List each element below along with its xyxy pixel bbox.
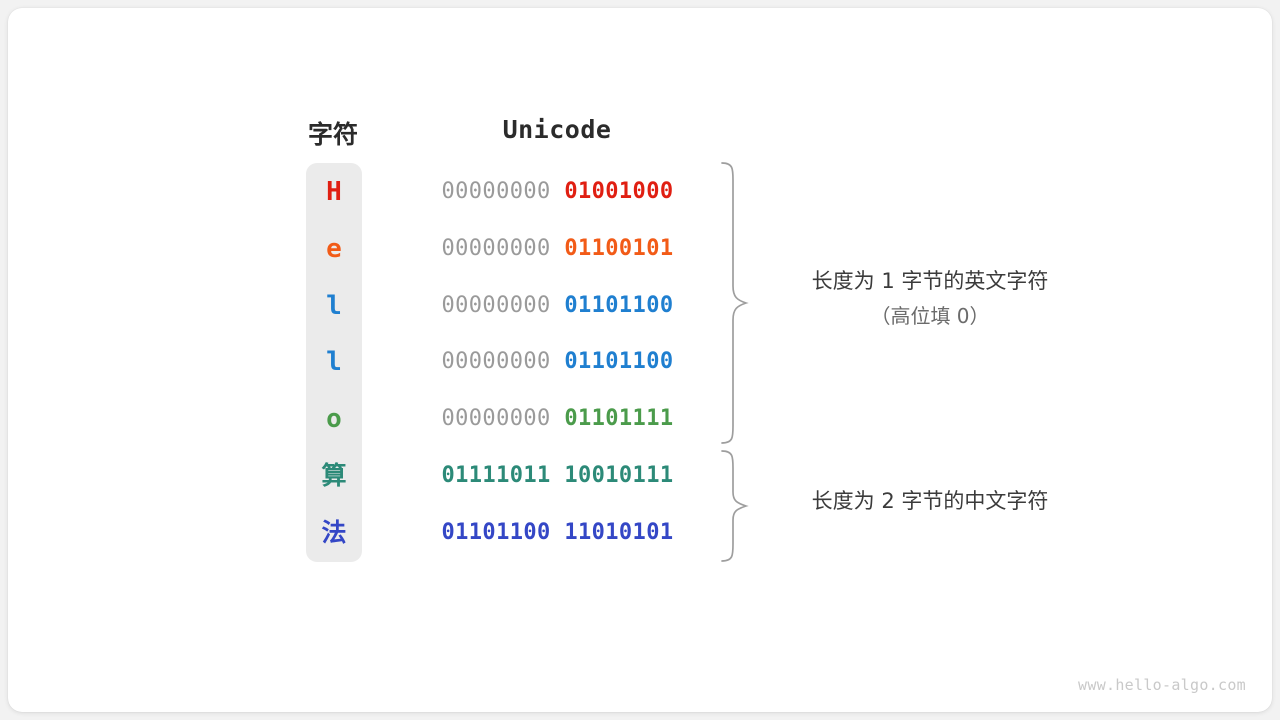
brace-2-byte [721, 450, 749, 562]
binary-cell: 00000000 01101100 [400, 342, 715, 382]
column-header-character: 字符 [307, 121, 358, 149]
annotation-1-byte-line2: （高位填 0） [870, 304, 990, 328]
binary-high-byte: 01111011 [441, 463, 551, 488]
binary-cell: 00000000 01001000 [400, 172, 715, 212]
character-column-background [306, 163, 362, 562]
binary-high-byte: 00000000 [441, 179, 551, 204]
binary-low-byte: 10010111 [564, 463, 674, 488]
annotation-1-byte-line1: 长度为 1 字节的英文字符 [811, 269, 1049, 293]
brace-1-byte [721, 162, 749, 444]
binary-high-byte: 00000000 [441, 406, 551, 432]
binary-low-byte: 01101100 [564, 349, 674, 375]
watermark: www.hello-algo.com [1078, 676, 1246, 694]
character-cell: 法 [321, 517, 347, 547]
binary-cell: 00000000 01101100 [400, 286, 715, 326]
binary-low-byte: 01101100 [564, 292, 674, 318]
binary-high-byte: 00000000 [441, 349, 551, 375]
binary-low-byte: 11010101 [564, 519, 674, 545]
binary-high-byte: 00000000 [441, 292, 551, 318]
binary-low-byte: 01100101 [564, 235, 674, 261]
character-cell: o [326, 404, 342, 435]
binary-cell: 01101100 11010101 [400, 513, 715, 553]
character-cell: e [326, 233, 342, 264]
character-cell: H [326, 177, 342, 207]
binary-cell: 00000000 01101111 [400, 399, 715, 439]
annotation-2-byte-line1: 长度为 2 字节的中文字符 [811, 489, 1049, 513]
annotation-1-byte: 长度为 1 字节的英文字符 （高位填 0） [760, 263, 1100, 333]
character-cell: 算 [321, 461, 347, 490]
binary-high-byte: 01101100 [441, 519, 551, 545]
annotation-2-byte: 长度为 2 字节的中文字符 [760, 483, 1100, 519]
binary-cell: 01111011 10010111 [400, 456, 715, 496]
binary-low-byte: 01001000 [564, 179, 674, 204]
binary-low-byte: 01101111 [564, 406, 674, 432]
binary-cell: 00000000 01100101 [400, 229, 715, 269]
column-header-unicode: Unicode [502, 115, 612, 144]
character-cell: l [326, 347, 342, 378]
binary-high-byte: 00000000 [441, 235, 551, 261]
diagram-card [8, 8, 1272, 712]
character-cell: l [326, 290, 342, 321]
